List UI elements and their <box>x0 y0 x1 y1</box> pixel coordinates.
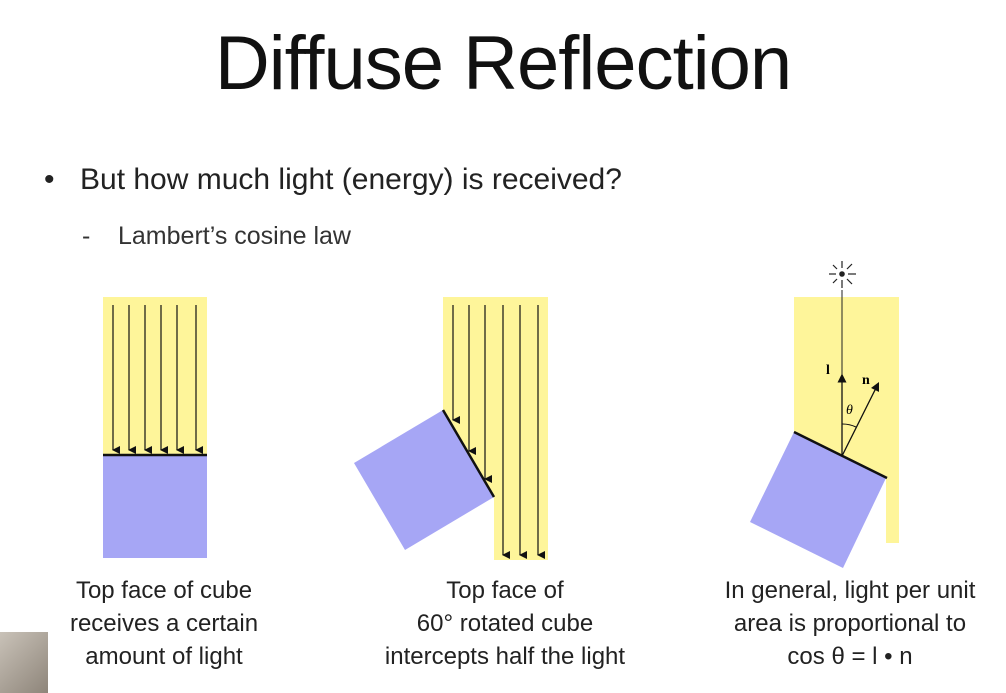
caption-flat-cube: Top face of cube receives a certain amou… <box>44 574 284 673</box>
caption-line: 60° rotated cube <box>416 610 594 637</box>
light-beam <box>103 297 207 455</box>
cube-face <box>354 410 494 550</box>
figure-general-cube: l n θ <box>750 261 899 568</box>
cube-face <box>103 455 207 558</box>
sub-bullet-item: -Lambert’s cosine law <box>82 222 351 251</box>
bullet-text: But how much light (energy) is received? <box>80 163 622 196</box>
bullet-marker: • <box>44 163 55 196</box>
caption-line: In general, light per unit <box>724 577 976 604</box>
cube-top-edge <box>793 430 888 480</box>
normal-vector <box>841 381 880 457</box>
caption-line: receives a certain <box>69 610 259 637</box>
angle-label: θ <box>846 403 853 418</box>
light-rays <box>452 305 545 559</box>
presenter-video-corner <box>0 632 48 693</box>
light-beam <box>794 297 899 543</box>
light-rays <box>112 305 203 454</box>
sub-bullet-marker: - <box>82 222 91 250</box>
light-vector-label: l <box>826 363 830 378</box>
normal-vector-label: n <box>862 373 870 388</box>
caption-line: Top face of cube <box>75 577 253 604</box>
caption-line: Top face of <box>446 577 564 604</box>
caption-rotated-cube: Top face of 60° rotated cube intercepts … <box>360 574 650 673</box>
caption-line: area is proportional to <box>733 610 967 637</box>
bullet-item: • But how much light (energy) is received… <box>44 163 622 197</box>
caption-line: intercepts half the light <box>384 643 626 670</box>
angle-arc <box>841 423 857 428</box>
caption-general-cube: In general, light per unit area is propo… <box>700 574 1000 673</box>
slide-title: Diffuse Reflection <box>214 21 792 106</box>
figure-flat-cube <box>103 297 207 558</box>
caption-line: cos θ = l • n <box>787 643 913 670</box>
cube-face <box>750 432 886 568</box>
light-beam <box>443 297 548 560</box>
sun-icon <box>829 261 856 288</box>
sub-bullet-text: Lambert’s cosine law <box>118 222 351 250</box>
caption-line: amount of light <box>85 643 243 670</box>
figure-rotated-cube <box>354 297 548 560</box>
